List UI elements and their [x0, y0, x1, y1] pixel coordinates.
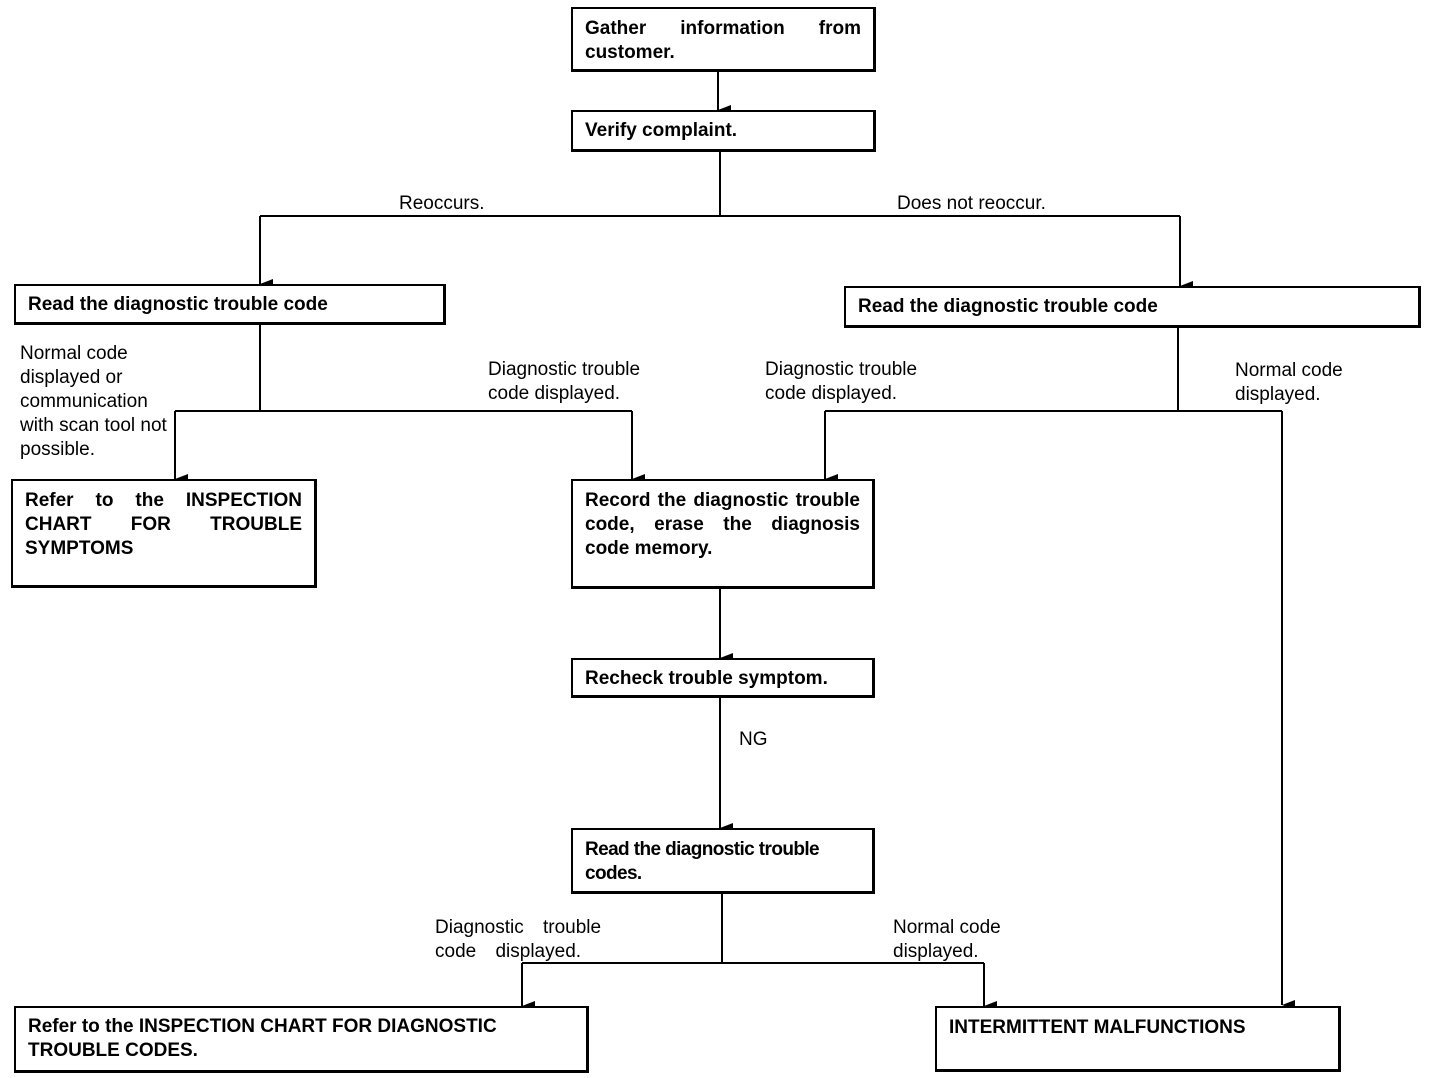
box-record-dtc: Record the diagnostic trouble code, eras… — [571, 479, 875, 589]
label-ng: NG — [739, 729, 768, 750]
box-verify-complaint: Verify complaint. — [571, 110, 876, 152]
label-normal-code-bottom: Normal code displayed. — [893, 917, 1001, 962]
box-refer-diagnostic-codes: Refer to the INSPECTION CHART FOR DIAGNO… — [14, 1006, 589, 1073]
label-reoccurs: Reoccurs. — [399, 193, 485, 214]
box-gather-information: Gather information from customer. — [571, 7, 876, 72]
label-normal-or-communication: Normal code displayed or communication w… — [20, 343, 167, 460]
label-dtc-displayed-bottom: Diagnostic trouble code displayed. — [435, 917, 602, 962]
label-does-not-reoccur: Does not reoccur. — [897, 193, 1046, 214]
box-read-dtc-right: Read the diagnostic trouble code — [844, 286, 1421, 328]
label-dtc-displayed-left: Diagnostic trouble code displayed. — [488, 359, 641, 404]
label-normal-code-right: Normal code displayed. — [1235, 360, 1343, 405]
box-read-dtc-left: Read the diagnostic trouble code — [14, 284, 446, 325]
box-recheck-symptom: Recheck trouble symptom. — [571, 658, 875, 698]
box-intermittent-malfunctions: INTERMITTENT MALFUNCTIONS — [935, 1006, 1341, 1072]
box-read-dtc-codes: Read the diagnostic trouble codes. — [571, 828, 875, 894]
label-dtc-displayed-right: Diagnostic trouble code displayed. — [765, 359, 918, 404]
box-refer-trouble-symptoms: Refer to the INSPECTION CHART FOR TROUBL… — [11, 479, 317, 588]
